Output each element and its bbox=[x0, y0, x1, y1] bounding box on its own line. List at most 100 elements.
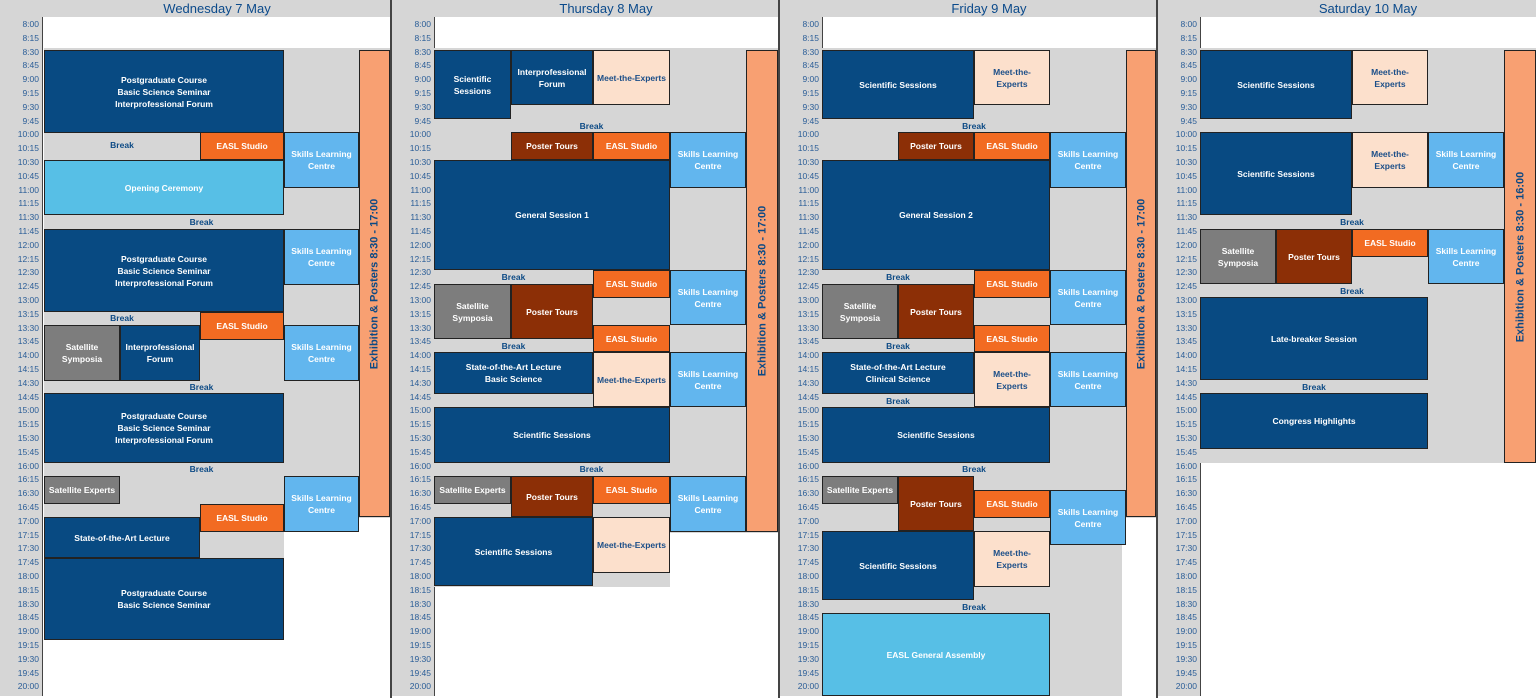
session-poster-tours[interactable]: Poster Tours bbox=[898, 132, 974, 160]
session-meet-the-experts[interactable]: Meet-the- Experts bbox=[974, 531, 1050, 587]
session-skills-learning[interactable]: Skills Learning Centre bbox=[670, 476, 746, 532]
session-sota-clinical-science[interactable]: State-of-the-Art Lecture Clinical Scienc… bbox=[822, 352, 974, 394]
time-label: 20:00 bbox=[797, 681, 819, 692]
time-label: 16:45 bbox=[1175, 502, 1197, 512]
session-meet-the-experts[interactable]: Meet-the- Experts bbox=[1352, 132, 1428, 188]
session-scientific-sessions[interactable]: Scientific Sessions bbox=[1200, 132, 1352, 215]
session-easl-studio[interactable]: EASL Studio bbox=[593, 270, 670, 298]
session-general-session-2[interactable]: General Session 2 bbox=[822, 160, 1050, 270]
session-skills-learning[interactable]: Skills Learning Centre bbox=[284, 325, 359, 381]
session-meet-the-experts[interactable]: Meet-the-Experts bbox=[593, 352, 670, 407]
session-easl-studio[interactable]: EASL Studio bbox=[200, 312, 284, 340]
time-label: 14:15 bbox=[1175, 364, 1197, 374]
session-skills-learning[interactable]: Skills Learning Centre bbox=[670, 270, 746, 325]
session-scientific-sessions[interactable]: Scientific Sessions bbox=[822, 407, 1050, 463]
session-satellite-symposia[interactable]: Satellite Symposia bbox=[44, 325, 120, 381]
time-label: 14:30 bbox=[409, 377, 431, 388]
session-skills-learning[interactable]: Skills Learning Centre bbox=[670, 352, 746, 407]
session-postgraduate-wed-pm[interactable]: Postgraduate Course Basic Science Semina… bbox=[44, 393, 284, 463]
session-scientific-sessions[interactable]: Scientific Sessions bbox=[1200, 50, 1352, 119]
session-meet-the-experts[interactable]: Meet-the- Experts bbox=[974, 50, 1050, 105]
session-easl-studio[interactable]: EASL Studio bbox=[200, 504, 284, 532]
session-skills-learning[interactable]: Skills Learning Centre bbox=[1428, 229, 1504, 284]
session-skills-learning[interactable]: Skills Learning Centre bbox=[670, 132, 746, 188]
session-postgraduate-wed-eve[interactable]: Postgraduate Course Basic Science Semina… bbox=[44, 558, 284, 640]
session-poster-tours[interactable]: Poster Tours bbox=[511, 132, 593, 160]
time-label: 13:30 bbox=[797, 322, 819, 333]
session-poster-tours[interactable]: Poster Tours bbox=[898, 476, 974, 531]
time-label: 14:00 bbox=[409, 350, 431, 361]
session-skills-learning[interactable]: Skills Learning Centre bbox=[1428, 132, 1504, 188]
time-label: 14:45 bbox=[797, 391, 819, 402]
time-label: 19:30 bbox=[1175, 653, 1197, 664]
session-easl-studio[interactable]: EASL Studio bbox=[593, 325, 670, 352]
session-skills-learning[interactable]: Skills Learning Centre bbox=[284, 132, 359, 188]
time-label: 19:15 bbox=[409, 640, 431, 650]
session-poster-tours[interactable]: Poster Tours bbox=[898, 284, 974, 339]
session-satellite-symposia[interactable]: Satellite Symposia bbox=[434, 284, 511, 339]
session-skills-learning[interactable]: Skills Learning Centre bbox=[284, 229, 359, 285]
session-state-of-the-art[interactable]: State-of-the-Art Lecture bbox=[44, 517, 200, 558]
session-meet-the-experts[interactable]: Meet-the-Experts bbox=[593, 517, 670, 573]
session-easl-studio[interactable]: EASL Studio bbox=[593, 476, 670, 504]
session-poster-tours[interactable]: Poster Tours bbox=[511, 284, 593, 339]
break-label: Break bbox=[1340, 217, 1364, 227]
session-easl-studio[interactable]: EASL Studio bbox=[974, 490, 1050, 518]
time-label: 16:15 bbox=[409, 474, 431, 485]
session-satellite-experts[interactable]: Satellite Experts bbox=[434, 476, 511, 504]
session-scientific-sessions[interactable]: Scientific Sessions bbox=[434, 517, 593, 586]
time-label: 13:15 bbox=[17, 308, 39, 319]
time-label: 11:30 bbox=[798, 212, 819, 223]
session-sota-basic-science[interactable]: State-of-the-Art Lecture Basic Science bbox=[434, 352, 593, 394]
session-satellite-symposia[interactable]: Satellite Symposia bbox=[822, 284, 898, 339]
break-label: Break bbox=[110, 140, 134, 150]
time-label: 15:00 bbox=[797, 405, 819, 416]
session-easl-studio[interactable]: EASL Studio bbox=[974, 270, 1050, 298]
session-late-breaker[interactable]: Late-breaker Session bbox=[1200, 297, 1428, 380]
exhibition-posters-wed[interactable]: Exhibition & Posters 8:30 - 17:00 bbox=[359, 50, 390, 517]
time-label: 17:30 bbox=[409, 543, 431, 554]
session-meet-the-experts[interactable]: Meet-the- Experts bbox=[1352, 50, 1428, 105]
session-opening-ceremony[interactable]: Opening Ceremony bbox=[44, 160, 284, 215]
exhibition-posters-thu[interactable]: Exhibition & Posters 8:30 - 17:00 bbox=[746, 50, 778, 532]
session-postgraduate-wed-mid[interactable]: Postgraduate Course Basic Science Semina… bbox=[44, 229, 284, 312]
session-postgraduate-wed-am[interactable]: Postgraduate Course Basic Science Semina… bbox=[44, 50, 284, 133]
time-label: 9:15 bbox=[22, 88, 39, 98]
session-easl-studio[interactable]: EASL Studio bbox=[974, 132, 1050, 160]
session-poster-tours[interactable]: Poster Tours bbox=[511, 476, 593, 517]
session-satellite-experts[interactable]: Satellite Experts bbox=[44, 476, 120, 504]
time-label: 13:30 bbox=[1175, 322, 1197, 333]
exhibition-posters-sat[interactable]: Exhibition & Posters 8:30 - 16:00 bbox=[1504, 50, 1536, 463]
session-skills-learning[interactable]: Skills Learning Centre bbox=[1050, 352, 1126, 407]
session-skills-learning[interactable]: Skills Learning Centre bbox=[284, 476, 359, 532]
session-interprofessional-forum[interactable]: Interprofessional Forum bbox=[120, 325, 200, 381]
session-meet-the-experts[interactable]: Meet-the-Experts bbox=[593, 50, 670, 105]
session-skills-learning[interactable]: Skills Learning Centre bbox=[1050, 270, 1126, 325]
session-skills-learning[interactable]: Skills Learning Centre bbox=[1050, 490, 1126, 545]
session-easl-studio[interactable]: EASL Studio bbox=[1352, 229, 1428, 257]
time-label: 11:45 bbox=[410, 226, 431, 236]
session-general-session-1[interactable]: General Session 1 bbox=[434, 160, 670, 270]
session-easl-studio[interactable]: EASL Studio bbox=[974, 325, 1050, 352]
session-scientific-sessions[interactable]: Scientific Sessions bbox=[434, 50, 511, 119]
time-label: 18:45 bbox=[17, 612, 39, 623]
session-congress-highlights[interactable]: Congress Highlights bbox=[1200, 393, 1428, 449]
session-scientific-sessions[interactable]: Scientific Sessions bbox=[822, 50, 974, 119]
session-interprofessional-forum[interactable]: Interprofessional Forum bbox=[511, 50, 593, 105]
session-easl-studio[interactable]: EASL Studio bbox=[593, 132, 670, 160]
time-label: 8:30 bbox=[414, 46, 431, 57]
session-satellite-symposia[interactable]: Satellite Symposia bbox=[1200, 229, 1276, 284]
session-scientific-sessions[interactable]: Scientific Sessions bbox=[822, 531, 974, 600]
exhibition-posters-fri[interactable]: Exhibition & Posters 8:30 - 17:00 bbox=[1126, 50, 1156, 517]
session-meet-the-experts[interactable]: Meet-the- Experts bbox=[974, 352, 1050, 407]
session-poster-tours[interactable]: Poster Tours bbox=[1276, 229, 1352, 284]
session-satellite-experts[interactable]: Satellite Experts bbox=[822, 476, 898, 504]
session-scientific-sessions[interactable]: Scientific Sessions bbox=[434, 407, 670, 463]
time-label: 8:30 bbox=[1180, 46, 1197, 57]
break-label: Break bbox=[189, 382, 214, 392]
session-easl-general-assembly[interactable]: EASL General Assembly bbox=[822, 613, 1050, 696]
session-skills-learning[interactable]: Skills Learning Centre bbox=[1050, 132, 1126, 188]
time-label: 16:45 bbox=[17, 502, 39, 512]
session-easl-studio[interactable]: EASL Studio bbox=[200, 132, 284, 160]
